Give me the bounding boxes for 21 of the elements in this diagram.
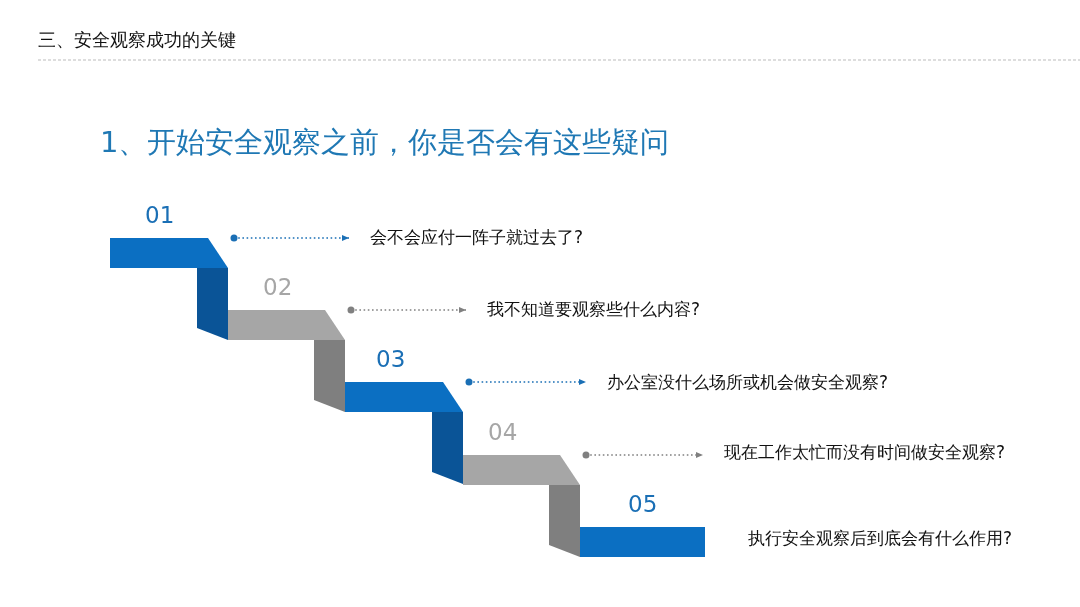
dotted-arrow [582, 451, 704, 459]
stair-step [228, 275, 345, 340]
question-text: 办公室没什么场所或机会做安全观察? [587, 370, 889, 394]
step-number: 01 [145, 203, 175, 227]
section-title: 三、安全观察成功的关键 [38, 28, 236, 52]
stair-step [110, 203, 228, 268]
step-number: 04 [488, 420, 518, 444]
dotted-arrow [465, 378, 587, 386]
step-number: 05 [628, 492, 658, 516]
stair-step [463, 420, 580, 485]
question-text: 执行安全观察后到底会有什么作用? [728, 526, 1013, 550]
stair-step [580, 492, 705, 557]
question-text: 现在工作太忙而没有时间做安全观察? [704, 440, 1006, 464]
heading: 1、开始安全观察之前，你是否会有这些疑问 [100, 124, 670, 160]
step-number: 02 [263, 275, 293, 299]
step-number: 03 [376, 347, 406, 371]
dotted-arrow [230, 234, 350, 242]
question-text: 我不知道要观察些什么内容? [467, 297, 701, 321]
question-text: 会不会应付一阵子就过去了? [350, 225, 584, 249]
stair-step [345, 347, 463, 412]
dotted-arrow [347, 306, 467, 314]
